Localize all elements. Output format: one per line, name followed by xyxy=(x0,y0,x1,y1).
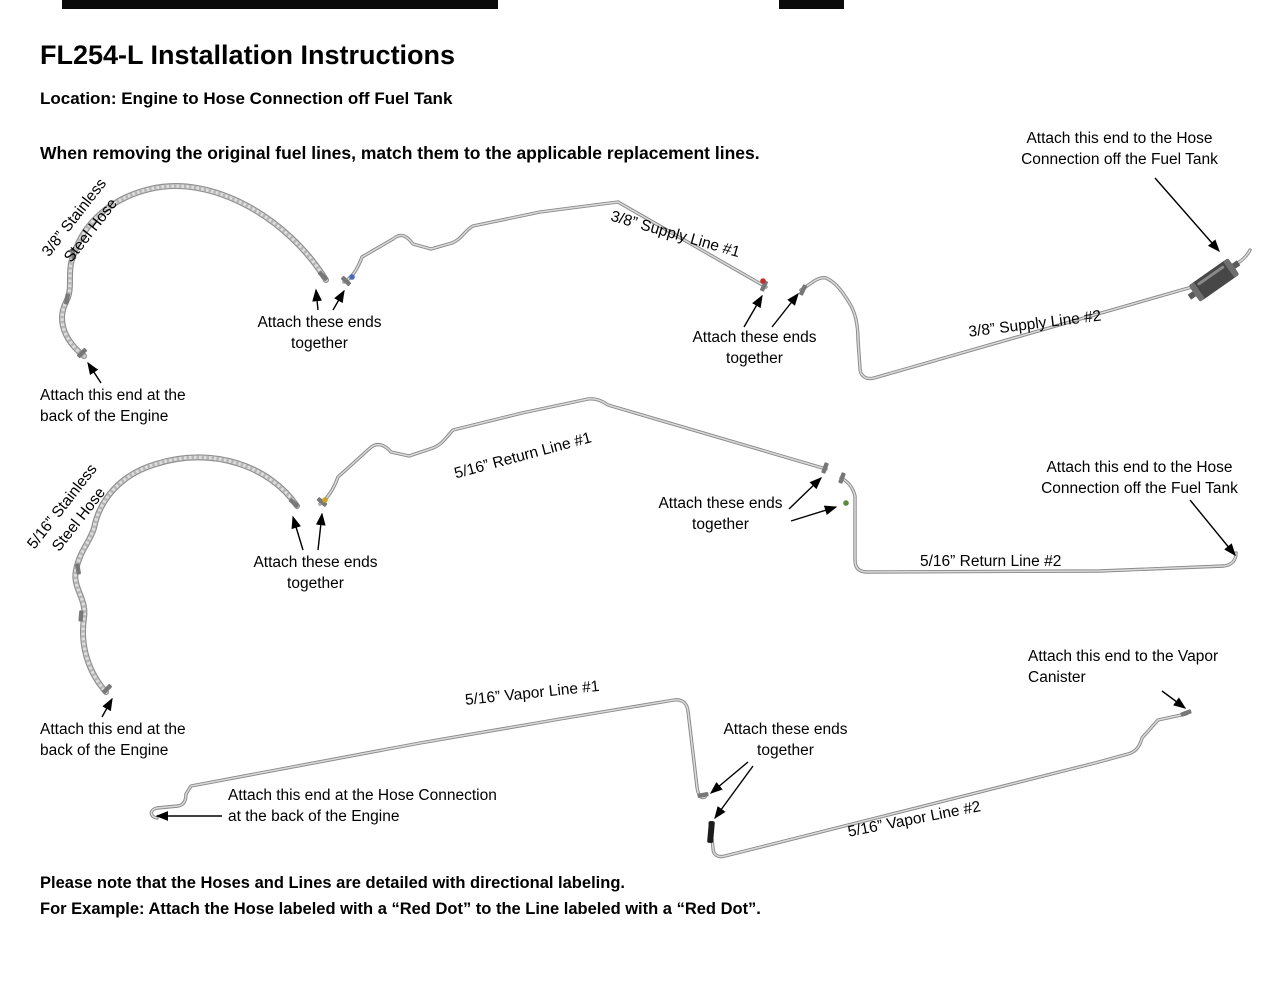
blue-dot xyxy=(349,274,355,280)
return-attach-ends-callout-2: Attach these ends together xyxy=(658,495,783,534)
red-dot xyxy=(760,278,766,284)
green-dot xyxy=(843,500,849,506)
vapor-hose-connection-callout: Attach this end at the Hose Connection a… xyxy=(228,787,497,826)
footer-notes: Please note that the Hoses and Lines are… xyxy=(40,870,761,923)
annotation-arrows xyxy=(87,177,1236,821)
supply-attach-ends-callout-2: Attach these ends together xyxy=(692,329,817,368)
supply-engine-callout: Attach this end at the back of the Engin… xyxy=(40,387,186,426)
intro-text: When removing the original fuel lines, m… xyxy=(40,143,760,163)
note-directional-labeling: Please note that the Hoses and Lines are… xyxy=(40,874,625,892)
vapor-junction-mark xyxy=(707,820,715,844)
return-tank-callout: Attach this end to the Hose Connection o… xyxy=(1041,459,1238,498)
vapor-attach-ends-callout: Attach these ends together xyxy=(723,721,848,760)
supply-tank-callout: Attach this end to the Hose Connection o… xyxy=(1021,130,1218,169)
fuel-filter xyxy=(1187,258,1241,302)
scan-artifact-bar xyxy=(62,0,498,9)
return-engine-callout: Attach this end at the back of the Engin… xyxy=(40,721,186,760)
vapor-canister-callout: Attach this end to the Vapor Canister xyxy=(1028,648,1219,687)
note-red-dot-example: For Example: Attach the Hose labeled wit… xyxy=(40,900,761,919)
yellow-dot xyxy=(322,497,328,503)
return-line2-label: 5/16” Return Line #2 xyxy=(920,553,1062,570)
return-attach-ends-callout-1: Attach these ends together xyxy=(253,554,378,593)
supply-attach-ends-callout-1: Attach these ends together xyxy=(257,314,382,353)
scan-artifact-bar xyxy=(779,0,844,9)
location-subtitle: Location: Engine to Hose Connection off … xyxy=(40,89,453,108)
line-fittings xyxy=(64,248,1192,844)
direction-dots xyxy=(322,274,849,506)
page-title: FL254-L Installation Instructions xyxy=(40,40,456,70)
